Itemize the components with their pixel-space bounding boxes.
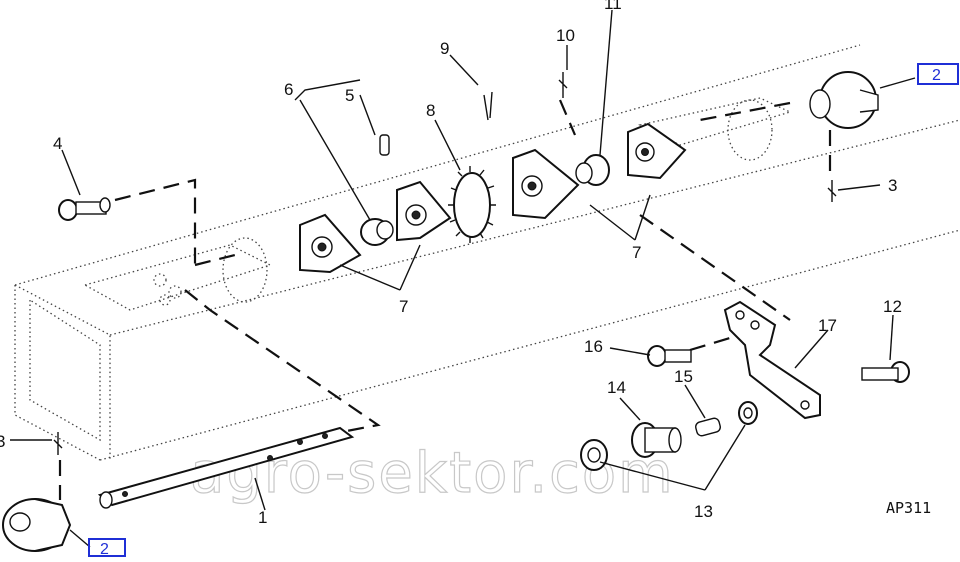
part-pin-10 (558, 72, 568, 98)
part-bolt-4 (58, 197, 111, 221)
callout-leaders (10, 9, 916, 548)
callout-6: 6 (284, 80, 293, 99)
reference-2-left[interactable]: 2 (88, 538, 126, 558)
callout-1: 1 (258, 508, 267, 527)
callout-labels: 1 3 3 4 5 6 7 7 8 9 10 11 12 13 14 15 16… (0, 0, 902, 527)
callout-2-right: 2 (932, 67, 941, 84)
frame-housing (14, 44, 960, 461)
part-shaft (97, 426, 355, 509)
part-washer-a (580, 439, 608, 471)
part-pin-right (827, 180, 837, 202)
callout-3-left: 3 (0, 432, 5, 451)
callout-3-right: 3 (888, 176, 897, 195)
callout-2-left: 2 (100, 541, 109, 557)
reference-2-right[interactable]: 2 (917, 63, 959, 85)
part-washer-b (738, 401, 758, 425)
part-bolt-16 (647, 345, 692, 367)
part-flange-b (396, 180, 452, 242)
part-bracket-17 (723, 300, 821, 420)
callout-8: 8 (426, 101, 435, 120)
callout-7-right: 7 (632, 243, 641, 262)
callout-4: 4 (53, 134, 62, 153)
callout-16: 16 (584, 337, 603, 356)
part-sprocket (448, 166, 496, 243)
callout-12: 12 (883, 297, 902, 316)
drawing-code: AP311 (886, 499, 931, 517)
part-bushing-11 (575, 154, 610, 186)
callout-5: 5 (345, 86, 354, 105)
assembly-lines (58, 99, 832, 500)
part-pin-15 (695, 417, 721, 437)
part-bolt-12 (861, 361, 910, 383)
callout-13: 13 (694, 502, 713, 521)
part-collar-left (2, 498, 72, 552)
callout-7-left: 7 (399, 297, 408, 316)
part-cotter-9 (483, 91, 493, 121)
part-pin-5 (379, 134, 390, 156)
callout-11: 11 (604, 0, 622, 13)
part-collar-right (809, 71, 879, 129)
callout-9: 9 (440, 39, 449, 58)
callout-15: 15 (674, 367, 693, 386)
callout-17: 17 (818, 316, 837, 335)
part-flange-d (627, 122, 687, 180)
part-bushing-6 (360, 218, 394, 246)
part-bushing-14 (631, 422, 682, 458)
callout-10: 10 (556, 26, 575, 45)
part-flange-a (299, 213, 362, 274)
part-pin-left (53, 432, 63, 455)
part-flange-c (512, 148, 580, 220)
callout-14: 14 (607, 378, 626, 397)
